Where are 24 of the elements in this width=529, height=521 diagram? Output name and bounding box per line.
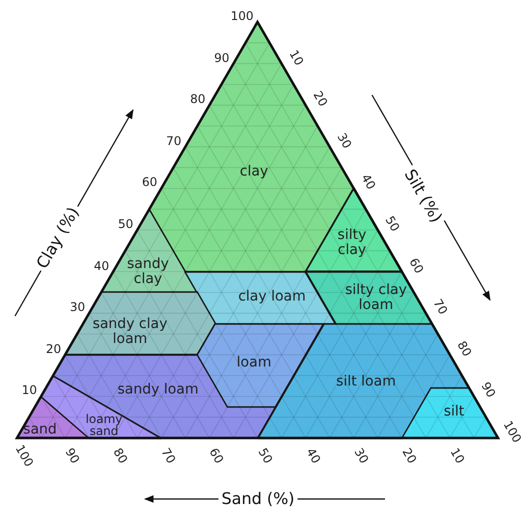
tick-label: 40	[94, 260, 110, 273]
tick-label: 100	[230, 10, 254, 23]
tick-label: 50	[118, 218, 134, 231]
region-label: clay	[238, 164, 270, 180]
tick-label: 30	[70, 301, 86, 314]
region-label: loamy sand	[84, 412, 124, 437]
region-label: clay loam	[237, 289, 307, 304]
region-label: silt	[442, 404, 466, 420]
region-label: loam	[236, 355, 272, 370]
tick-label: 20	[46, 342, 62, 356]
region-label: silt loam	[335, 374, 397, 390]
tick-label: 80	[190, 93, 206, 106]
region-label: sandy clay loam	[92, 316, 168, 347]
texture-region	[306, 188, 402, 272]
region-label: silty clay loam	[344, 282, 408, 313]
tick-label: 10	[22, 384, 38, 398]
tick-label: 60	[142, 176, 158, 190]
region-label: sandy loam	[116, 382, 200, 398]
tick-label: 70	[166, 134, 182, 148]
axis-title: Sand (%)	[218, 490, 298, 508]
tick-label: 90	[214, 52, 230, 65]
region-label: sandy clay	[126, 256, 170, 287]
region-label: silty clay	[336, 228, 368, 258]
region-label: sand	[22, 422, 58, 438]
